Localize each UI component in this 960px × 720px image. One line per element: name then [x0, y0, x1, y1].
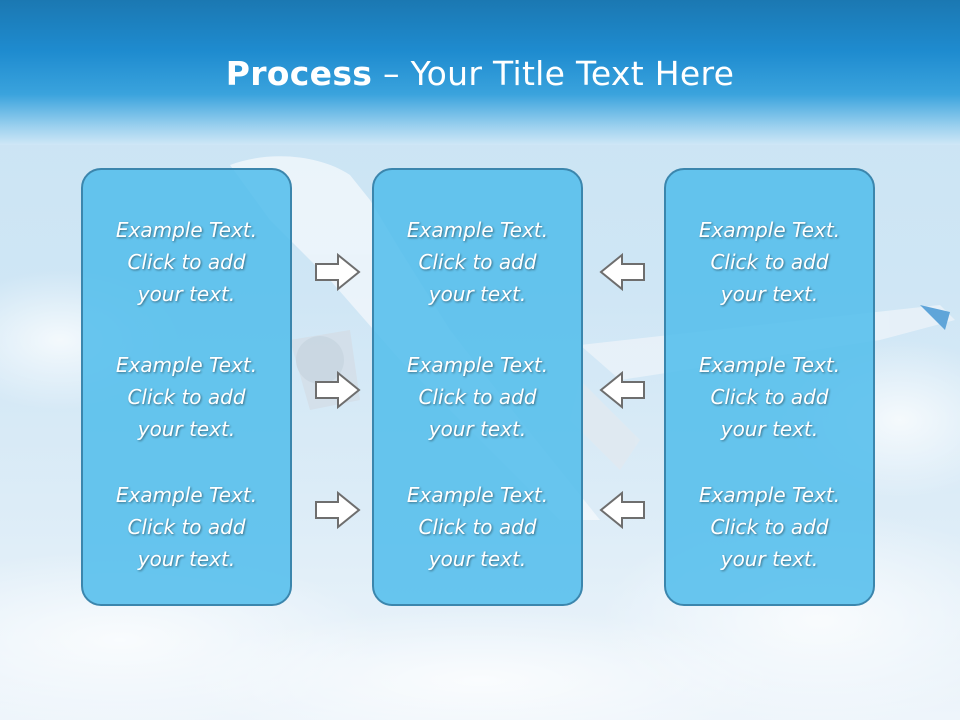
title-bold: Process: [225, 54, 373, 93]
text-line: your text.: [137, 417, 236, 441]
text-block[interactable]: Example Text. Click to add your text.: [666, 214, 873, 310]
text-line: Example Text.: [698, 483, 841, 507]
text-line: your text.: [137, 282, 236, 306]
text-block[interactable]: Example Text. Click to add your text.: [374, 479, 581, 575]
text-block[interactable]: Example Text. Click to add your text.: [666, 479, 873, 575]
text-line: Click to add: [710, 385, 829, 409]
text-line: Click to add: [418, 250, 537, 274]
slide-title[interactable]: Process – Your Title Text Here: [0, 52, 960, 96]
center-box[interactable]: Example Text. Click to add your text. Ex…: [372, 168, 583, 606]
right-box[interactable]: Example Text. Click to add your text. Ex…: [664, 168, 875, 606]
text-line: Example Text.: [698, 218, 841, 242]
text-line: your text.: [137, 547, 236, 571]
text-block[interactable]: Example Text. Click to add your text.: [83, 479, 290, 575]
right-arrow-icon: [315, 252, 361, 292]
right-arrow-icon: [315, 370, 361, 410]
text-line: Click to add: [710, 515, 829, 539]
text-line: Example Text.: [406, 483, 549, 507]
text-line: your text.: [720, 282, 819, 306]
text-block[interactable]: Example Text. Click to add your text.: [83, 349, 290, 445]
text-line: Click to add: [710, 250, 829, 274]
text-line: Example Text.: [698, 353, 841, 377]
text-line: Example Text.: [115, 483, 258, 507]
text-line: Click to add: [127, 515, 246, 539]
text-line: your text.: [428, 547, 527, 571]
text-line: Example Text.: [406, 218, 549, 242]
right-arrow-icon: [315, 490, 361, 530]
text-line: Example Text.: [115, 218, 258, 242]
text-block[interactable]: Example Text. Click to add your text.: [374, 349, 581, 445]
text-line: Example Text.: [406, 353, 549, 377]
left-arrow-icon: [599, 252, 645, 292]
text-block[interactable]: Example Text. Click to add your text.: [666, 349, 873, 445]
text-line: Click to add: [418, 385, 537, 409]
left-arrow-icon: [599, 370, 645, 410]
text-line: Click to add: [127, 385, 246, 409]
text-line: your text.: [428, 417, 527, 441]
text-line: your text.: [720, 417, 819, 441]
text-block[interactable]: Example Text. Click to add your text.: [83, 214, 290, 310]
title-band: Process – Your Title Text Here: [0, 0, 960, 145]
text-line: Example Text.: [115, 353, 258, 377]
title-rest: – Your Title Text Here: [372, 54, 735, 93]
text-line: your text.: [428, 282, 527, 306]
text-line: Click to add: [418, 515, 537, 539]
text-line: Click to add: [127, 250, 246, 274]
left-box[interactable]: Example Text. Click to add your text. Ex…: [81, 168, 292, 606]
text-line: your text.: [720, 547, 819, 571]
left-arrow-icon: [599, 490, 645, 530]
text-block[interactable]: Example Text. Click to add your text.: [374, 214, 581, 310]
